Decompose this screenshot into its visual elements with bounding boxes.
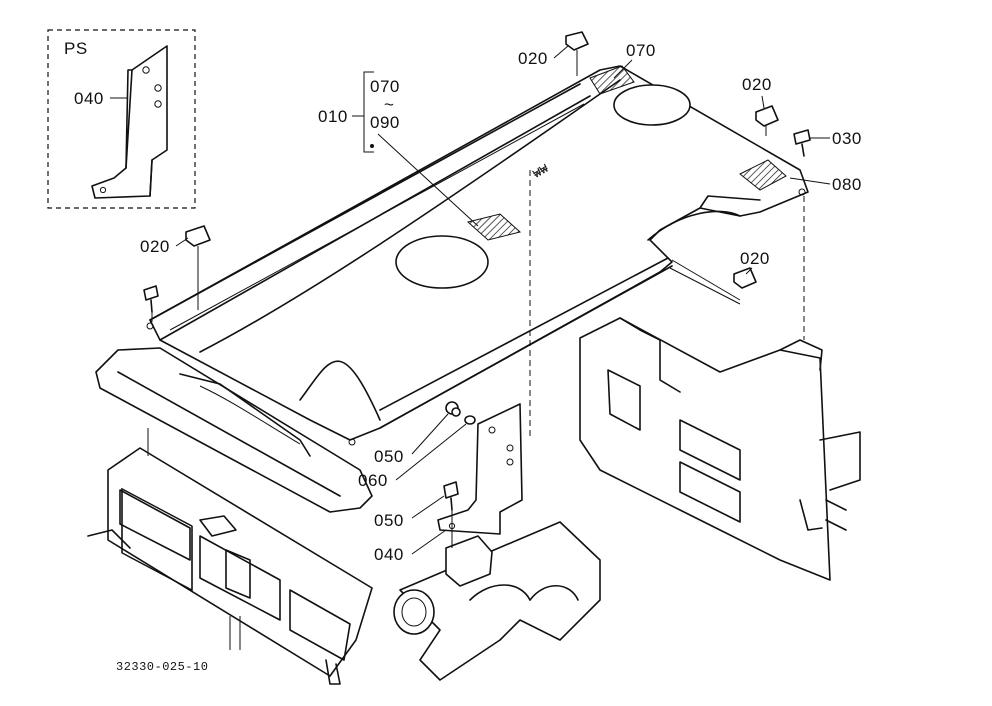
side-bracket-040 xyxy=(437,403,523,535)
callout-020-left: 020 xyxy=(140,237,170,256)
top-cover-panel: ₩₩ xyxy=(146,65,809,446)
callout-040: 040 xyxy=(374,545,404,564)
rubber-cushion-020-right-top xyxy=(755,105,779,127)
front-frame xyxy=(87,447,373,685)
callout-020-top: 020 xyxy=(518,49,548,68)
drawing-code: 32330-025-10 xyxy=(116,660,208,674)
callout-020-right-top: 020 xyxy=(742,75,772,94)
callout-050-a: 050 xyxy=(374,447,404,466)
engine-mount-block xyxy=(445,535,493,587)
rear-side-frame xyxy=(579,317,861,581)
callouts: 020 070 020 030 080 070 ~ 090 010 020 02… xyxy=(140,41,862,564)
inset-bracket-040 xyxy=(91,45,168,199)
rubber-cushion-020-left xyxy=(185,225,211,247)
hatched-pad-080 xyxy=(739,159,787,191)
callout-080: 080 xyxy=(832,175,862,194)
callout-010: 010 xyxy=(318,107,348,126)
engine-block xyxy=(393,521,601,681)
ps-inset: PS 040 xyxy=(47,29,196,209)
assembly-guide-lines xyxy=(147,50,805,650)
callout-060: 060 xyxy=(358,471,388,490)
callout-020-right-mid: 020 xyxy=(740,249,770,268)
rubber-cushion-020-right-mid xyxy=(733,267,757,289)
inset-dashed-border xyxy=(47,29,196,209)
panel-hole-large xyxy=(395,235,489,289)
hatched-pad-070 xyxy=(589,65,635,95)
callout-070-range: 070 xyxy=(370,77,400,96)
engine-pulley xyxy=(393,589,435,635)
bolt-left xyxy=(143,285,159,313)
inset-label-040: 040 xyxy=(74,89,104,108)
rubber-cushion-020-top xyxy=(565,31,589,51)
callout-050-b: 050 xyxy=(374,511,404,530)
washer-060 xyxy=(464,415,476,425)
bolt-050-b xyxy=(443,481,459,511)
hatched-label-090 xyxy=(466,213,522,241)
front-grille-bar xyxy=(95,347,373,513)
callout-090: 090 xyxy=(370,113,400,132)
panel-hole-rear xyxy=(613,84,691,126)
bolt-050-a xyxy=(445,401,461,417)
callout-range-sep: ~ xyxy=(384,95,394,114)
callout-030: 030 xyxy=(832,129,862,148)
panel-stamp: ₩₩ xyxy=(531,161,552,181)
bolt-030 xyxy=(793,129,811,157)
inset-title: PS xyxy=(64,39,88,58)
callout-070-top: 070 xyxy=(626,41,656,60)
